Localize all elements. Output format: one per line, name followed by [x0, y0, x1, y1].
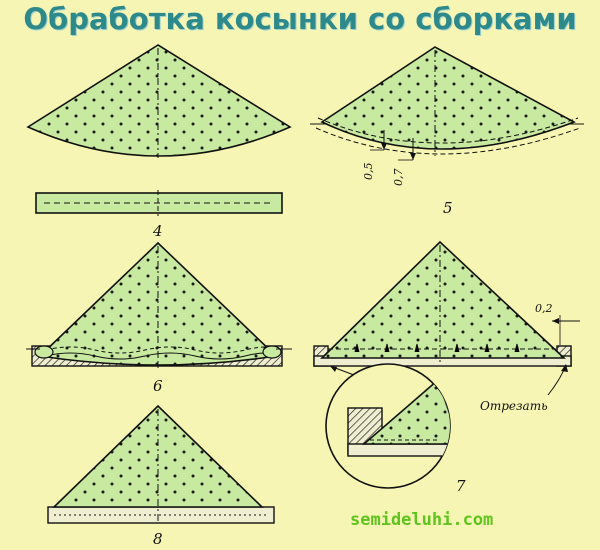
dim-05: 0,5: [362, 163, 375, 181]
fig7-triangle: [320, 240, 567, 359]
figure-6: 6: [26, 241, 292, 395]
fig7-label: 7: [456, 477, 466, 495]
fig5-label: 5: [443, 199, 453, 217]
fig8-label: 8: [153, 530, 163, 548]
figure-8: 8: [47, 404, 275, 548]
fig6-triangle: [38, 241, 278, 366]
figure-4: 4: [26, 44, 292, 240]
site-watermark: semideluhi.com: [350, 510, 494, 530]
figure-7: 0,2 Отрезать 7: [313, 240, 580, 495]
fig4-sector: [26, 44, 292, 157]
dim-07: 0,7: [392, 169, 405, 187]
page-title: Обработка косынки со сборками: [23, 2, 577, 36]
fig6-label: 6: [153, 377, 163, 395]
dim-02: 0,2: [535, 302, 553, 315]
fig5-sector: [320, 46, 576, 150]
cut-label: Отрезать: [480, 399, 548, 413]
figure-5: 0,5 0,7 5: [310, 46, 584, 217]
fig4-label: 4: [152, 222, 163, 240]
